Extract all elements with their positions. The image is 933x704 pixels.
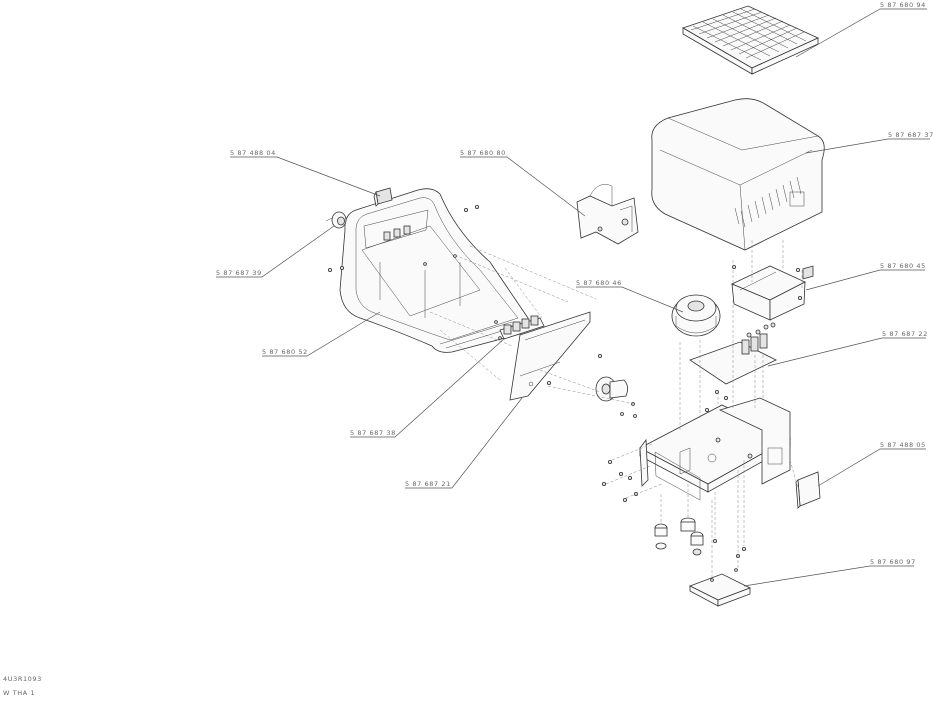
drawing-sheet: W THA 1 xyxy=(3,689,35,697)
part-main-housing xyxy=(339,188,529,353)
callout-label: 5 87 687 39 xyxy=(216,269,262,277)
callout-label: 5 87 687 22 xyxy=(882,330,928,338)
callout-label: 5 87 488 04 xyxy=(230,149,276,157)
callout-labels: 5 87 680 94 5 87 687 37 5 87 488 04 5 87… xyxy=(216,1,933,566)
part-grid-tray xyxy=(682,5,819,75)
callout-label: 5 87 488 05 xyxy=(880,441,926,449)
callout-label: 5 87 680 45 xyxy=(880,262,926,270)
part-feet xyxy=(654,517,747,559)
screws-base xyxy=(602,389,729,502)
drawing-id: 4U3R1093 xyxy=(3,675,42,683)
callout-leaders xyxy=(216,8,930,587)
callout-label: 5 87 680 46 xyxy=(576,279,622,287)
part-socket-small xyxy=(373,187,393,207)
assembly-dash-lines xyxy=(429,240,803,578)
part-flange-connector xyxy=(595,376,637,418)
part-knob xyxy=(325,211,347,229)
part-control-box xyxy=(731,264,806,321)
callout-label: 5 87 680 97 xyxy=(870,558,916,566)
callout-label: 5 87 687 21 xyxy=(405,480,451,488)
callout-label: 5 87 687 38 xyxy=(350,429,396,437)
screws-housing xyxy=(327,204,502,340)
part-base-chassis xyxy=(639,397,791,501)
part-motor-bracket xyxy=(576,184,639,245)
callout-label: 5 87 680 80 xyxy=(460,149,506,157)
part-blower-fan xyxy=(671,294,721,337)
part-top-cover xyxy=(651,98,825,251)
callout-label: 5 87 680 94 xyxy=(880,1,926,9)
callout-label: 5 87 680 52 xyxy=(262,348,308,356)
part-socket-side xyxy=(795,265,821,509)
part-switch-block xyxy=(499,315,545,340)
part-front-pcb xyxy=(509,311,603,401)
part-bottom-plate xyxy=(689,568,751,607)
callout-label: 5 87 687 37 xyxy=(888,131,933,139)
